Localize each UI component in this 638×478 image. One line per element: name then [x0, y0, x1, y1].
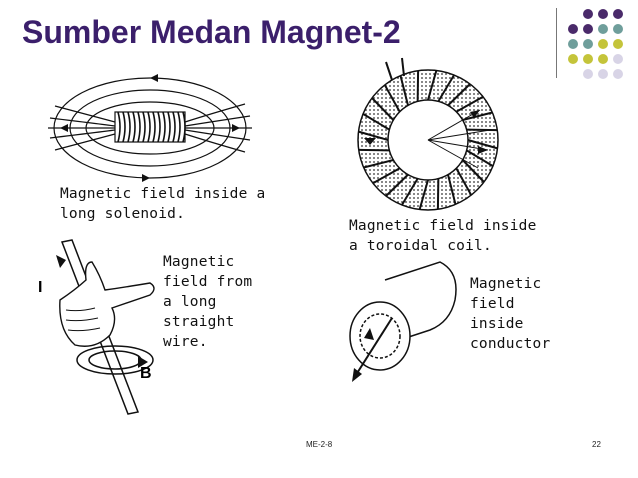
toroid-winding	[467, 139, 498, 150]
conductor-caption-line3: inside	[470, 316, 524, 332]
toroid-winding	[455, 95, 484, 113]
coil-turn	[122, 111, 126, 143]
conductor-caption-line2: field	[470, 296, 515, 312]
coil-turn	[132, 111, 136, 143]
coil-turn	[172, 111, 176, 143]
toroid-winding	[363, 159, 394, 169]
toroid-winding	[372, 167, 401, 185]
wire-caption-line4: straight	[163, 314, 235, 330]
coil-turn	[117, 111, 121, 143]
toroid-winding	[385, 173, 409, 197]
page-number: 22	[592, 440, 601, 449]
coil-turn	[152, 111, 156, 143]
toroid-winding	[358, 130, 389, 141]
toroid-winding	[447, 83, 471, 107]
conductor-caption-line1: Magnetic	[470, 276, 542, 292]
toroid-winding	[447, 174, 457, 205]
toroid-winding	[455, 167, 473, 196]
coil-turn	[142, 111, 146, 143]
toroid-caption-line1: Magnetic field inside	[349, 218, 537, 234]
toroid-winding	[461, 159, 485, 183]
toroid-winding	[466, 149, 494, 167]
coil-turn	[177, 111, 181, 143]
coil-turn	[127, 111, 131, 143]
toroid-caption-line2: a toroidal coil.	[349, 238, 492, 254]
solenoid-caption-line2: long solenoid.	[60, 206, 186, 222]
wire-caption-line2: field from	[163, 274, 253, 290]
conductor-caption: Magnetic field inside conductor	[470, 274, 550, 354]
toroid-winding	[427, 70, 438, 101]
wire-caption-line5: wire.	[163, 334, 208, 350]
decor-divider	[556, 8, 557, 78]
conductor-caption-line4: conductor	[470, 336, 551, 352]
toroid-winding	[399, 75, 409, 106]
field-label: B	[140, 365, 152, 382]
wire-caption: Magnetic field from a long straight wire…	[163, 252, 252, 352]
coil-turn	[137, 111, 141, 143]
footer-code: ME-2-8	[306, 440, 333, 449]
coil-turn	[167, 111, 171, 143]
slide-title: Sumber Medan Magnet-2	[22, 14, 401, 50]
toroid-caption: Magnetic field inside a toroidal coil.	[349, 216, 537, 256]
coil-turn	[157, 111, 161, 143]
toroid-winding	[383, 84, 401, 113]
toroid-winding	[401, 178, 419, 206]
wire-caption-line1: Magnetic	[163, 254, 235, 270]
wire-caption-line3: a long	[163, 294, 217, 310]
toroid-winding	[362, 113, 390, 131]
coil-turn	[162, 111, 166, 143]
toroid-winding	[437, 74, 455, 102]
solenoid-caption-line1: Magnetic field inside a	[60, 186, 266, 202]
toroid-winding	[371, 97, 395, 121]
solenoid-caption: Magnetic field inside a long solenoid.	[60, 184, 265, 224]
toroid-winding	[418, 179, 429, 210]
coil-turn	[147, 111, 151, 143]
current-label: I	[38, 279, 42, 296]
toroid-winding	[462, 111, 493, 121]
coil-turn	[182, 111, 186, 143]
